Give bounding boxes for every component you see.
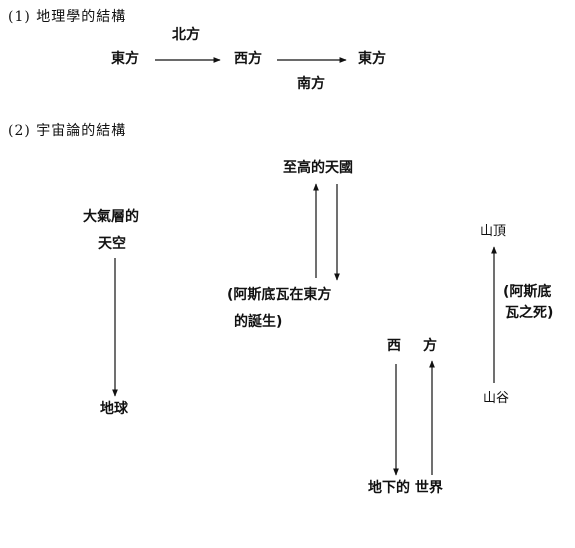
label-kingdom: 至高的天國 xyxy=(283,160,353,176)
section2-heading: (2) 宇宙論的結構 xyxy=(8,123,127,139)
label-valley: 山谷 xyxy=(483,391,510,406)
label-north: 北方 xyxy=(172,27,200,43)
label-earth: 地球 xyxy=(100,401,128,417)
label-east-single: 方 xyxy=(423,338,437,354)
label-south: 南方 xyxy=(297,76,325,92)
label-death-line2: 瓦之死) xyxy=(505,305,554,321)
label-east-start: 東方 xyxy=(111,51,139,67)
label-west-single: 西 xyxy=(387,338,401,354)
label-birth-line1: (阿斯底瓦在東方 xyxy=(227,287,332,303)
label-summit: 山頂 xyxy=(480,224,507,239)
label-west: 西方 xyxy=(234,51,262,67)
label-underworld: 地下的 世界 xyxy=(368,480,443,496)
section1-heading: (1) 地理學的結構 xyxy=(8,9,127,25)
label-sky-line1: 大氣層的 xyxy=(83,209,139,225)
label-east-end: 東方 xyxy=(358,51,386,67)
label-death-line1: (阿斯底 xyxy=(503,284,552,300)
label-sky-line2: 天空 xyxy=(98,236,126,252)
label-birth-line2: 的誕生) xyxy=(234,314,283,330)
